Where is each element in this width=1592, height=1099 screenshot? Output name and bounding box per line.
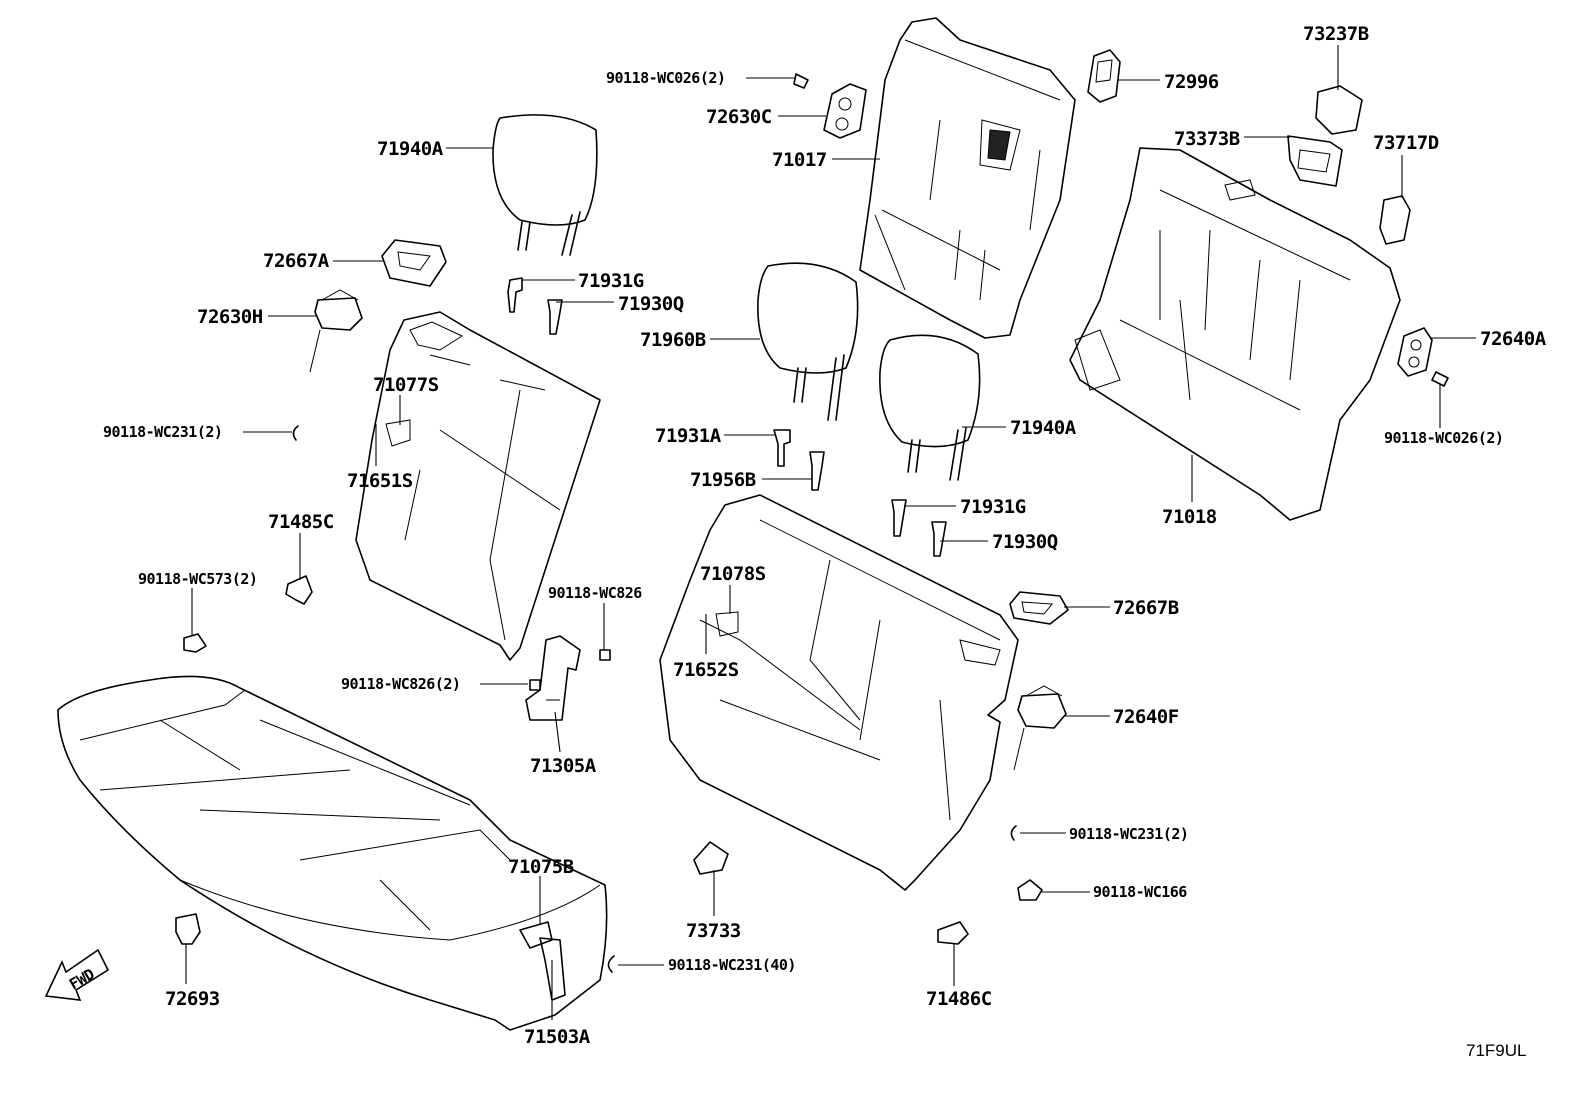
part-72996 (1087, 49, 1121, 103)
label-90118-WC231-40: 90118-WC231(40) (668, 956, 796, 974)
label-71931G-left: 71931G (578, 270, 644, 292)
label-71485C: 71485C (268, 511, 334, 533)
label-90118-WC826-2: 90118-WC826(2) (341, 675, 460, 693)
label-71930Q-center: 71930Q (992, 531, 1058, 553)
pins-center (773, 429, 947, 557)
seatback-frame-71017 (859, 17, 1076, 339)
left-seatback (355, 311, 601, 661)
label-71305A: 71305A (530, 755, 597, 777)
clip-71652S (715, 611, 739, 637)
fwd-arrow-icon: FWD (44, 948, 110, 1001)
label-72640F: 72640F (1113, 706, 1179, 728)
escutcheon-72667B (1009, 591, 1069, 625)
label-90118-WC166: 90118-WC166 (1093, 883, 1187, 901)
label-71931A: 71931A (655, 425, 722, 447)
label-90118-WC231-2-left: 90118-WC231(2) (103, 423, 222, 441)
clip-71651S (385, 419, 411, 447)
nut-wc166 (1017, 879, 1043, 901)
label-90118-WC231-2-right: 90118-WC231(2) (1069, 825, 1188, 843)
label-90118-WC573-2: 90118-WC573(2) (138, 570, 257, 588)
label-71017: 71017 (772, 149, 827, 171)
headrest-71940A-left (492, 114, 598, 256)
ring-clip-right (1010, 825, 1017, 841)
cap-71486C (937, 921, 969, 945)
nut-wc573 (183, 633, 207, 653)
ring-clip-left (292, 425, 299, 441)
bolt-wc026-right (1431, 371, 1449, 387)
label-73717D: 73717D (1373, 132, 1439, 154)
label-71486C: 71486C (926, 988, 992, 1010)
clip-72693 (175, 913, 201, 945)
label-72996: 72996 (1164, 71, 1219, 93)
ring-clip-wc231-40 (607, 955, 615, 973)
label-73733: 73733 (686, 920, 741, 942)
label-90118-WC026-2-top: 90118-WC026(2) (606, 69, 725, 87)
label-72667B: 72667B (1113, 597, 1179, 619)
label-72630C: 72630C (706, 106, 772, 128)
label-71503A: 71503A (524, 1026, 591, 1048)
pins-left (507, 277, 563, 335)
label-71075B: 71075B (508, 856, 574, 878)
plate-72630C (823, 83, 867, 139)
hook-71503A (519, 921, 566, 1001)
label-71931G-center: 71931G (960, 496, 1026, 518)
label-71930Q-left: 71930Q (618, 293, 684, 315)
label-72693: 72693 (165, 988, 220, 1010)
label-72640A: 72640A (1480, 328, 1547, 350)
part-73717D (1379, 195, 1411, 245)
part-labels: 71940A 72667A 72630H 71931G 71930Q 71077… (103, 23, 1547, 1048)
label-71078S: 71078S (700, 563, 766, 585)
label-71651S: 71651S (347, 470, 413, 492)
headrest-71940A-center (879, 334, 981, 481)
seat-cushion (57, 675, 608, 1031)
part-73733 (693, 841, 729, 875)
label-73237B: 73237B (1303, 23, 1369, 45)
leader-lines (185, 45, 1476, 1020)
headrest-71960B (757, 262, 859, 421)
seatback-cover-right (659, 494, 1019, 891)
bolt-wc026-top (793, 73, 809, 89)
label-72667A: 72667A (263, 250, 330, 272)
cap-71485C (285, 575, 313, 605)
label-90118-WC826: 90118-WC826 (548, 584, 642, 602)
label-71960B: 71960B (640, 329, 706, 351)
seatback-frame-71018 (1069, 147, 1401, 521)
part-73237B (1315, 85, 1363, 135)
escutcheon-72667A (381, 239, 447, 287)
label-71940A-left: 71940A (377, 138, 444, 160)
bolts-wc826 (529, 649, 611, 691)
label-71956B: 71956B (690, 469, 756, 491)
part-73373B (1287, 135, 1343, 187)
label-71018: 71018 (1162, 506, 1217, 528)
label-72630H: 72630H (197, 306, 263, 328)
label-90118-WC026-2-right: 90118-WC026(2) (1384, 429, 1503, 447)
bracket-71305A (525, 635, 581, 721)
diagram-code: 71F9UL (1466, 1041, 1526, 1060)
label-71077S: 71077S (373, 374, 439, 396)
label-71940A-center: 71940A (1010, 417, 1077, 439)
lock-72630H (309, 289, 363, 373)
label-73373B: 73373B (1174, 128, 1240, 150)
part-72640A (1397, 327, 1433, 377)
label-71652S: 71652S (673, 659, 739, 681)
lock-72640F (1013, 685, 1067, 771)
